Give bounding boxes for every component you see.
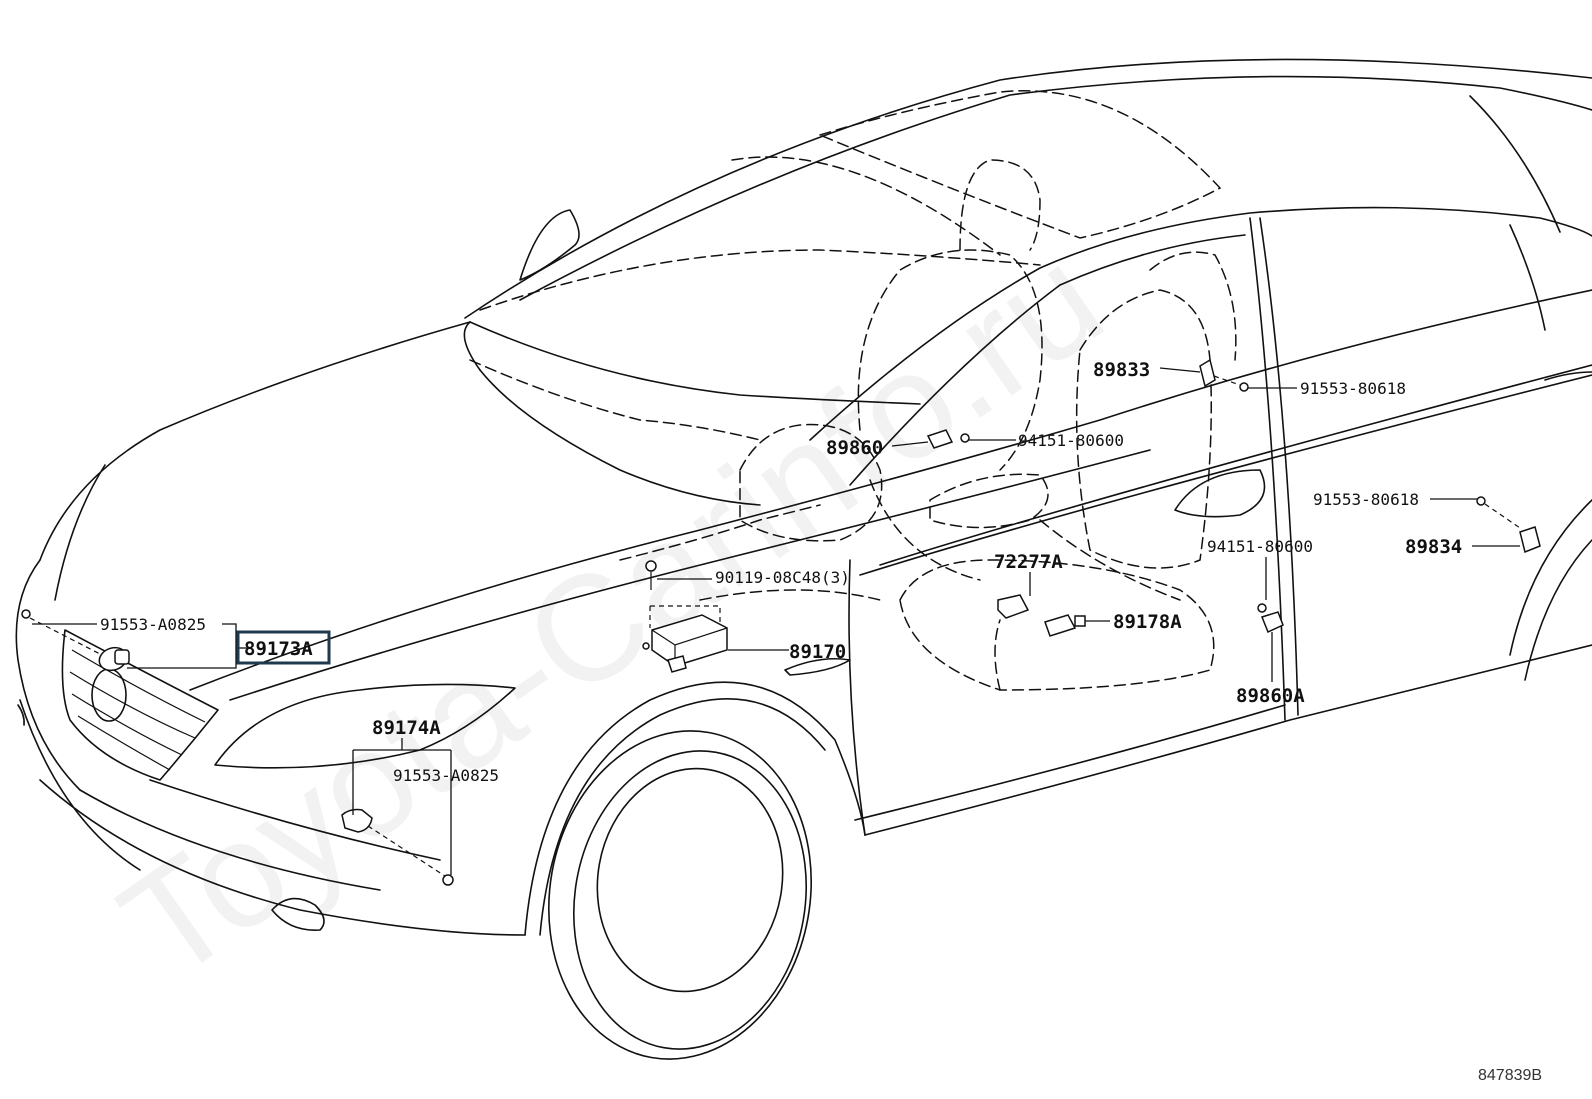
sensor-89834[interactable] <box>1476 496 1541 554</box>
watermark-text: Toyota-Carinfo.ru <box>92 214 1131 1012</box>
label-91553-A0825-front[interactable]: 91553-A0825 <box>100 615 206 634</box>
parts <box>21 358 1541 886</box>
label-89174A[interactable]: 89174A <box>372 717 441 739</box>
sensor-89860[interactable] <box>926 429 970 449</box>
label-94151-80600-lower[interactable]: 94151-80600 <box>1207 537 1313 556</box>
label-89833[interactable]: 89833 <box>1093 359 1150 381</box>
airbag-ecu-89170[interactable] <box>642 605 728 673</box>
label-91553-80618-upper[interactable]: 91553-80618 <box>1300 379 1406 398</box>
sensor-89833[interactable] <box>1199 358 1249 392</box>
sensor-89178A[interactable] <box>1044 614 1086 637</box>
highlight-box-89173A <box>236 630 331 665</box>
diagram-reference-code: 847839B <box>1478 1067 1542 1084</box>
label-89860A[interactable]: 89860A <box>1236 685 1305 707</box>
front-sensor-89174A[interactable] <box>341 808 454 886</box>
label-89834[interactable]: 89834 <box>1405 536 1462 558</box>
label-89860[interactable]: 89860 <box>826 437 883 459</box>
part-labels: 91553-A0825 89173A 89174A 91553-A0825 90… <box>100 359 1462 785</box>
front-sensor-89173A[interactable] <box>21 609 130 674</box>
bolt-90119[interactable] <box>645 560 657 590</box>
watermark: Toyota-Carinfo.ru <box>92 214 1131 1012</box>
label-89173A[interactable]: 89173A <box>244 638 313 660</box>
sensor-89860A[interactable] <box>1257 603 1284 634</box>
label-91553-A0825-lower[interactable]: 91553-A0825 <box>393 766 499 785</box>
label-94151-80600-upper[interactable]: 94151-80600 <box>1018 431 1124 450</box>
leader-lines <box>32 367 1520 875</box>
label-89170[interactable]: 89170 <box>789 641 846 663</box>
label-90119-08C48[interactable]: 90119-08C48(3) <box>715 568 850 587</box>
interior-outline <box>469 90 1237 691</box>
label-89178A[interactable]: 89178A <box>1113 611 1182 633</box>
car-outline <box>15 58 1592 1060</box>
sensor-72277A[interactable] <box>997 594 1030 619</box>
label-72277A[interactable]: 72277A <box>994 551 1063 573</box>
label-91553-80618-rear[interactable]: 91553-80618 <box>1313 490 1419 509</box>
